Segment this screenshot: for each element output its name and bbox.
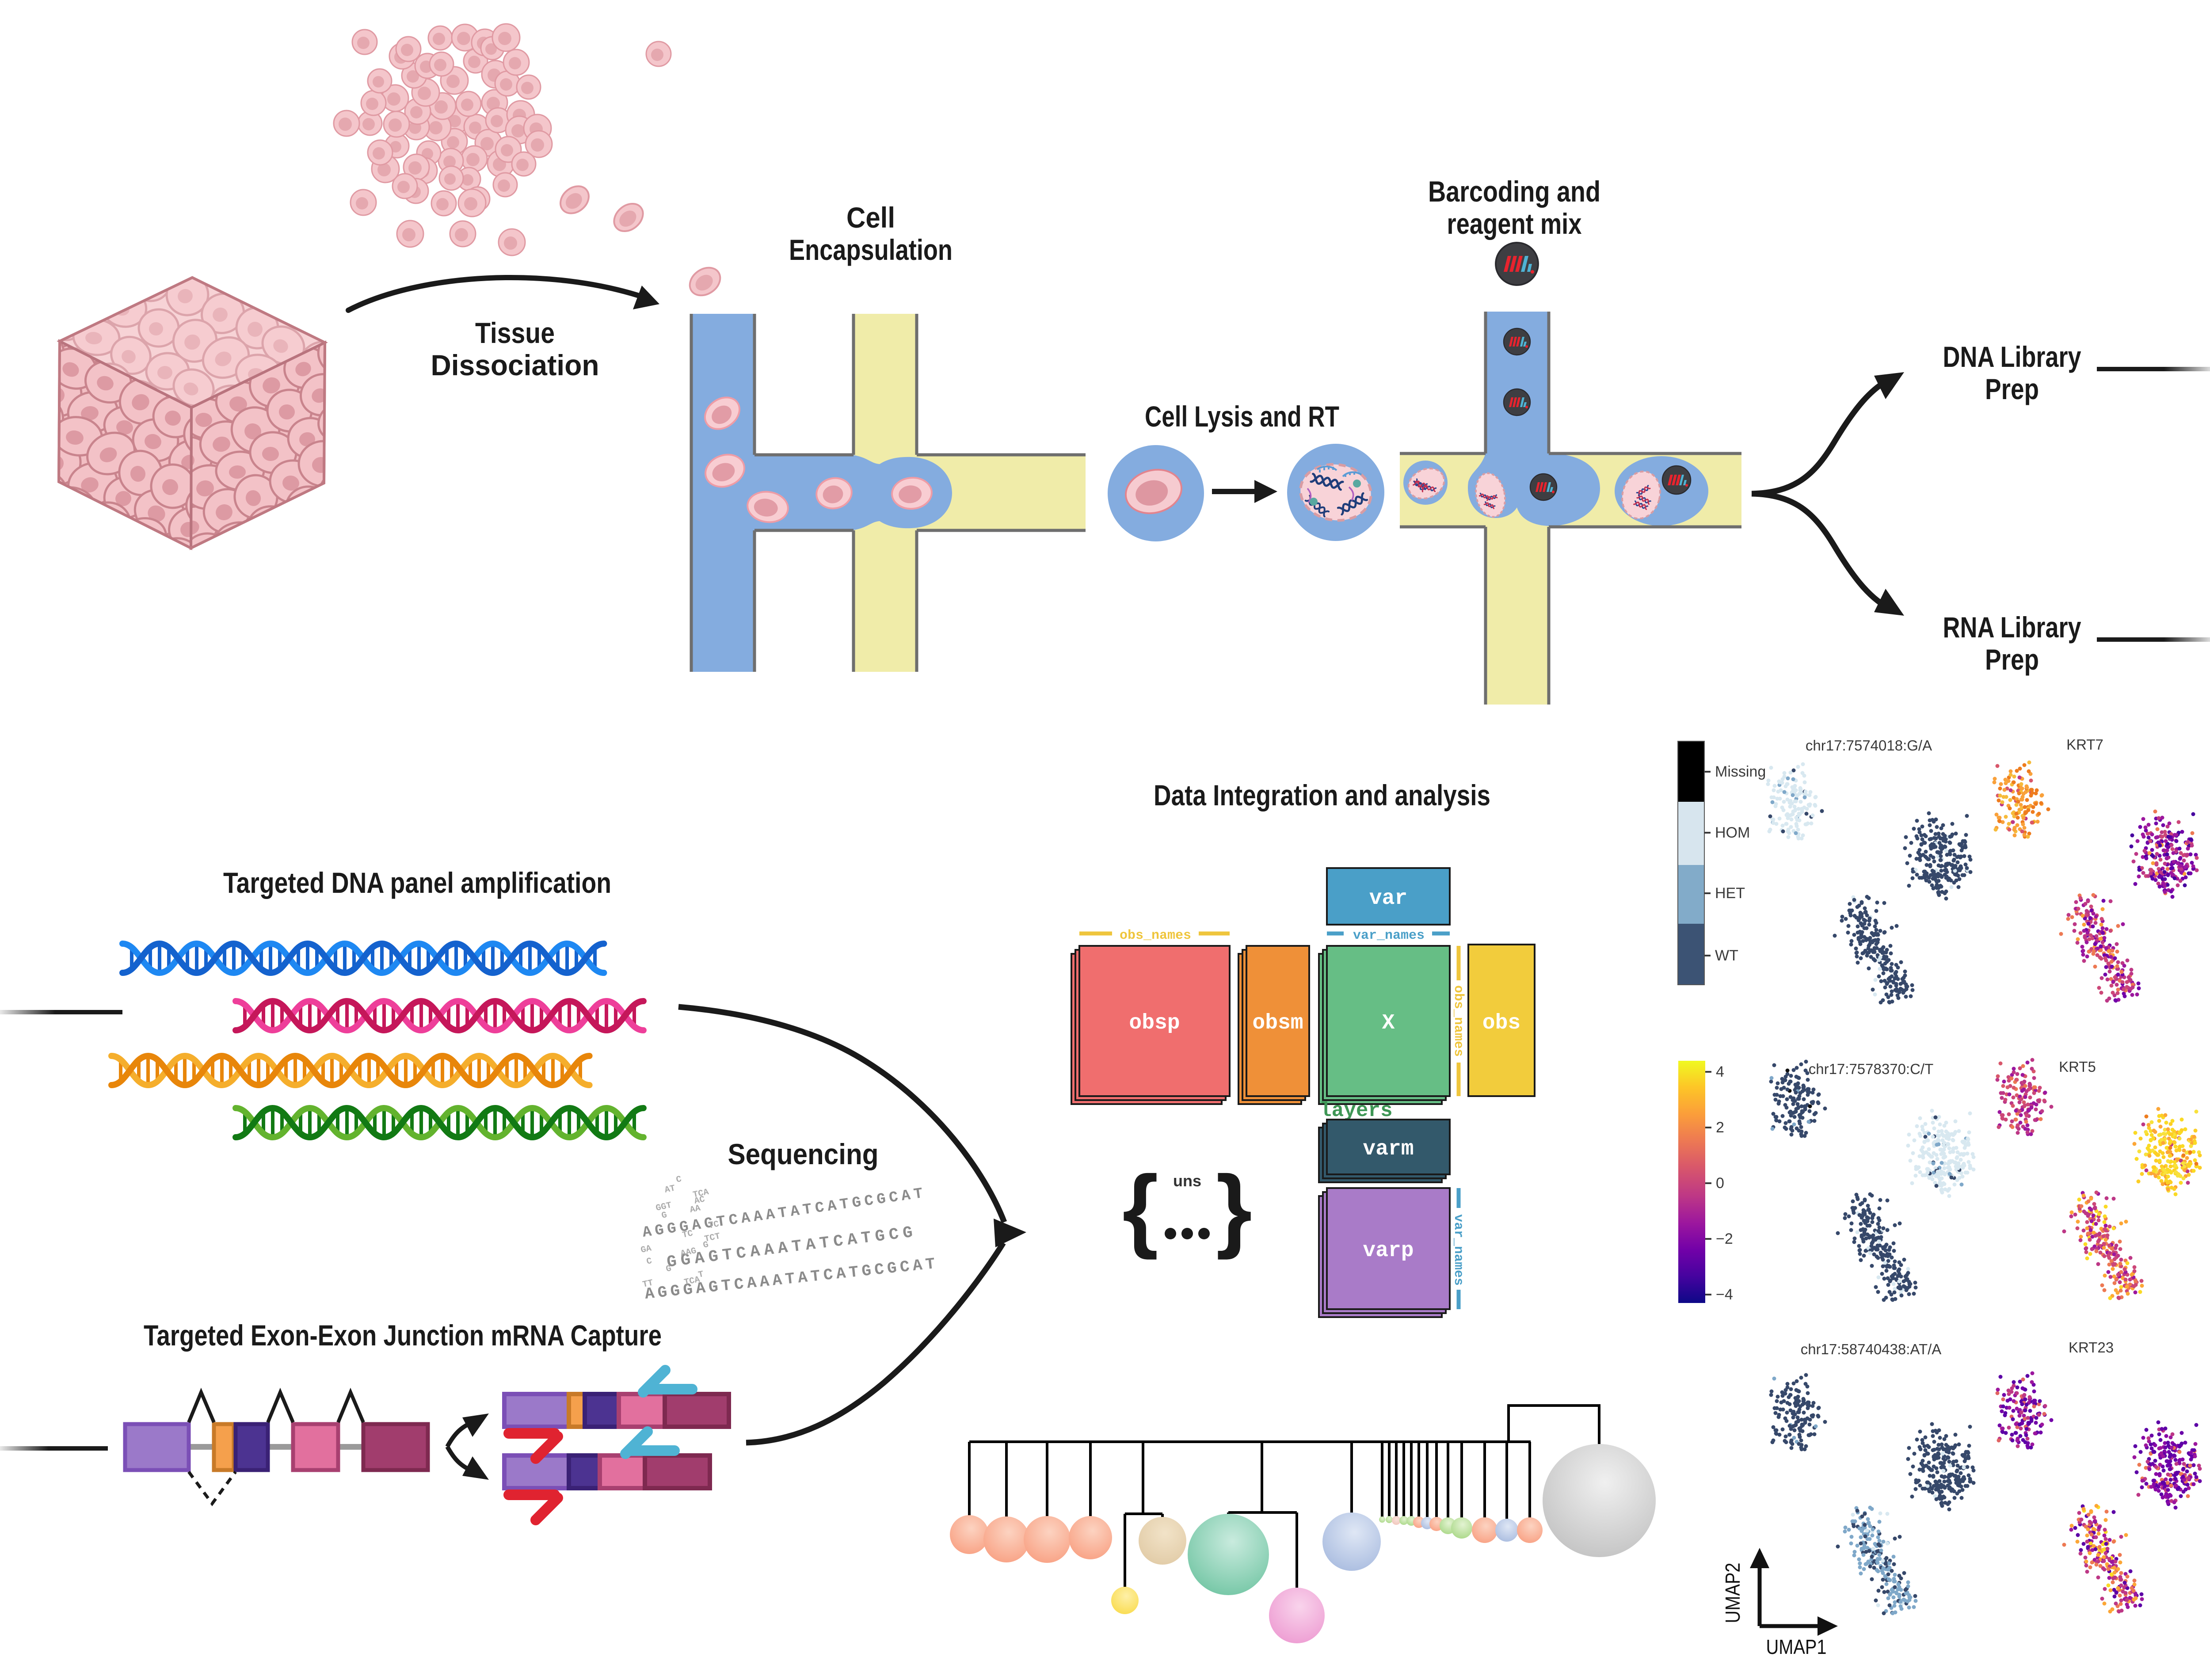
svg-text:DNA Library: DNA Library xyxy=(1943,340,2081,373)
svg-text:KRT7: KRT7 xyxy=(2066,736,2103,753)
svg-text:{: { xyxy=(1122,1156,1158,1260)
svg-text:HET: HET xyxy=(1715,885,1745,902)
svg-text:G: G xyxy=(702,1240,710,1251)
svg-text:Encapsulation: Encapsulation xyxy=(789,233,953,266)
svg-text:GA: GA xyxy=(640,1243,652,1255)
svg-text:obs_names: obs_names xyxy=(1120,928,1191,943)
svg-text:Sequencing: Sequencing xyxy=(728,1138,879,1170)
svg-text:RNA Library: RNA Library xyxy=(1943,611,2081,644)
svg-text:var_names: var_names xyxy=(1353,928,1425,943)
svg-text:−4: −4 xyxy=(1716,1286,1733,1303)
svg-text:KRT5: KRT5 xyxy=(2059,1059,2096,1075)
svg-text:Barcoding and: Barcoding and xyxy=(1428,175,1600,208)
svg-text:}: } xyxy=(1216,1156,1252,1260)
svg-text:layers: layers xyxy=(1319,1099,1393,1122)
svg-text:KRT23: KRT23 xyxy=(2069,1339,2114,1356)
svg-text:Cell: Cell xyxy=(846,201,895,234)
svg-text:obs: obs xyxy=(1482,1011,1520,1035)
svg-text:Prep: Prep xyxy=(1985,643,2039,676)
svg-text:chr17:58740438:AT/A: chr17:58740438:AT/A xyxy=(1801,1341,1942,1357)
svg-text:TT: TT xyxy=(642,1278,654,1290)
svg-text:reagent mix: reagent mix xyxy=(1447,207,1582,240)
svg-text:C: C xyxy=(646,1256,653,1267)
svg-text:chr17:7578370:C/T: chr17:7578370:C/T xyxy=(1809,1061,1934,1077)
svg-text:AC: AC xyxy=(693,1194,706,1206)
svg-text:G: G xyxy=(665,1264,673,1275)
svg-text:−2: −2 xyxy=(1716,1230,1733,1247)
svg-text:varm: varm xyxy=(1363,1137,1414,1161)
svg-text:UMAP1: UMAP1 xyxy=(1766,1635,1827,1658)
svg-text:Dissociation: Dissociation xyxy=(431,349,599,381)
svg-text:Missing: Missing xyxy=(1715,763,1766,780)
svg-text:HOM: HOM xyxy=(1715,824,1750,841)
svg-text:UMAP2: UMAP2 xyxy=(1721,1563,1744,1623)
svg-text:AA: AA xyxy=(689,1203,701,1215)
svg-text:Cell Lysis and RT: Cell Lysis and RT xyxy=(1145,400,1339,433)
svg-text:uns: uns xyxy=(1173,1172,1201,1190)
svg-text:TC: TC xyxy=(708,1219,720,1231)
svg-text:Prep: Prep xyxy=(1985,373,2039,405)
svg-text:chr17:7574018:G/A: chr17:7574018:G/A xyxy=(1806,737,1932,754)
svg-text:varp: varp xyxy=(1363,1239,1414,1263)
svg-text:AT: AT xyxy=(664,1183,676,1195)
svg-text:Targeted DNA panel amplificati: Targeted DNA panel amplification xyxy=(223,866,611,899)
svg-text:0: 0 xyxy=(1716,1175,1724,1192)
svg-text:Data Integration and analysis: Data Integration and analysis xyxy=(1154,779,1490,811)
svg-text:Tissue: Tissue xyxy=(475,316,555,349)
svg-text:obs_names: obs_names xyxy=(1451,985,1466,1057)
svg-text:WT: WT xyxy=(1715,947,1738,964)
svg-text:var_names: var_names xyxy=(1451,1214,1466,1286)
svg-text:X: X xyxy=(1382,1011,1395,1035)
svg-text:var: var xyxy=(1369,887,1407,910)
svg-text:4: 4 xyxy=(1716,1063,1724,1080)
svg-text:C: C xyxy=(675,1174,683,1185)
svg-text:2: 2 xyxy=(1716,1119,1724,1136)
svg-text:Targeted Exon-Exon Junction mR: Targeted Exon-Exon Junction mRNA Capture xyxy=(144,1319,662,1352)
svg-text:TC: TC xyxy=(682,1228,694,1240)
svg-text:G: G xyxy=(661,1210,668,1221)
svg-text:obsm: obsm xyxy=(1252,1011,1303,1035)
svg-text:obsp: obsp xyxy=(1129,1011,1180,1035)
svg-text:T: T xyxy=(697,1269,705,1280)
